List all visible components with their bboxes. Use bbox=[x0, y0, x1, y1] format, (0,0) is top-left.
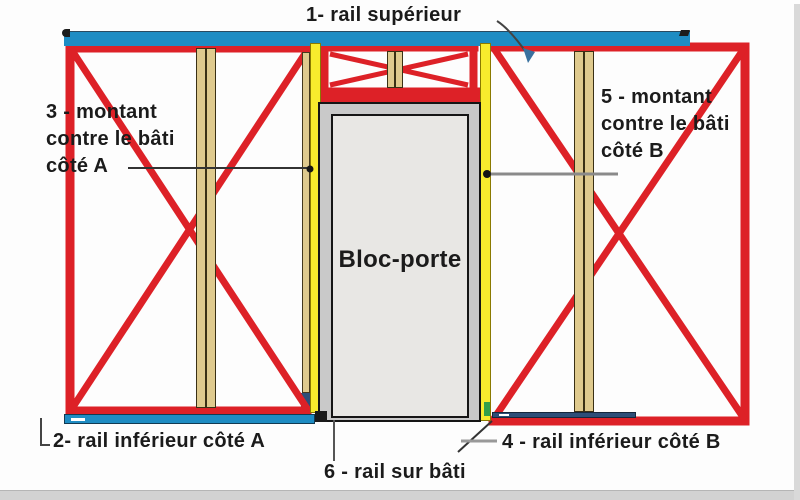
door-label: Bloc-porte bbox=[338, 246, 462, 273]
lintel-stud bbox=[387, 51, 403, 88]
leader-dot-b bbox=[483, 170, 491, 178]
stud-plank bbox=[585, 52, 593, 411]
left-wall-stud bbox=[196, 48, 216, 408]
image-edge-bottom bbox=[0, 490, 800, 500]
stud-plank bbox=[396, 52, 402, 87]
right-frame-cross bbox=[488, 42, 750, 426]
leader-rail-inferieur-b bbox=[457, 420, 493, 453]
top-rail bbox=[64, 31, 690, 46]
label-rail-sur-bati: 6 - rail sur bâti bbox=[324, 461, 466, 483]
label-montant-a: 3 - montant contre le bâti côté A bbox=[46, 99, 175, 180]
left-frame-cross bbox=[65, 43, 312, 416]
label-montant-a-line3: côté A bbox=[46, 155, 109, 177]
label-rail-superieur: 1- rail supérieur bbox=[306, 4, 462, 26]
label-rail-inferieur-a: 2- rail inférieur côté A bbox=[53, 430, 266, 452]
rail-b-marker bbox=[499, 414, 509, 416]
door-panel bbox=[331, 114, 469, 418]
stud-plank bbox=[388, 52, 394, 87]
stud-plank bbox=[207, 49, 215, 407]
leader-rail-inferieur-a bbox=[40, 418, 50, 446]
label-montant-a-line2: contre le bâti bbox=[46, 128, 175, 150]
label-rail-inferieur-b: 4 - rail inférieur côté B bbox=[502, 431, 721, 453]
label-montant-b-line3: côté B bbox=[601, 140, 664, 162]
rail-a-marker bbox=[71, 418, 85, 421]
label-montant-b-line2: contre le bâti bbox=[601, 113, 730, 135]
right-wall-stud bbox=[574, 51, 594, 412]
stud-plank bbox=[575, 52, 583, 411]
leader-rail-superieur bbox=[496, 20, 529, 56]
leader-arrowhead bbox=[523, 48, 535, 63]
label-montant-b: 5 - montant contre le bâti côté B bbox=[601, 84, 730, 165]
bottom-rail-side-b bbox=[492, 412, 636, 418]
label-montant-b-line1: 5 - montant bbox=[601, 86, 713, 108]
image-edge-right bbox=[794, 4, 800, 500]
left-edge-stud bbox=[302, 52, 310, 393]
leader-dot-a bbox=[306, 165, 314, 173]
top-rail-left-cap bbox=[62, 29, 70, 37]
door-frame-foot bbox=[315, 411, 327, 422]
label-montant-a-line1: 3 - montant bbox=[46, 101, 158, 123]
green-marker bbox=[484, 402, 490, 416]
bottom-rail-side-a bbox=[64, 414, 315, 424]
stud-plank bbox=[197, 49, 205, 407]
